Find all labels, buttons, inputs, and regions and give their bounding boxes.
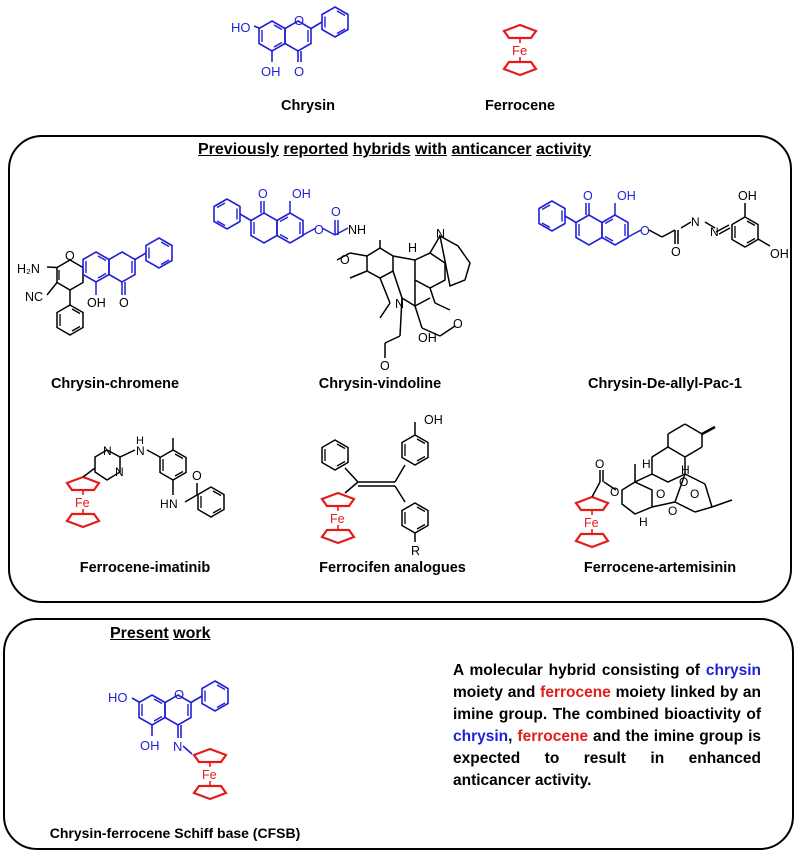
keyword-ferrocene: ferrocene [540,684,611,701]
artemisinin-o5: O [690,487,699,501]
artemisinin-o4: O [679,475,688,489]
imatinib-o: O [192,469,202,483]
chrysin-deallyl-pac1-label: Chrysin-De-allyl-Pac-1 [588,376,742,392]
ferrocene-artemisinin-structure: Fe O O O O O O H H H [574,423,733,549]
pac1-oh-para: OH [770,247,789,261]
h2n-label: H₂N [17,262,40,276]
artemisinin-o1: O [595,457,604,471]
cfsb-imine-n: N [173,739,182,754]
pac1-n2: N [710,225,719,239]
imatinib-n-top: N [136,444,145,458]
pac1-oh-top: OH [617,189,636,203]
chrysin-chromene-label: Chrysin-chromene [50,376,180,392]
chrysin-7-oh-label: HO [231,20,251,35]
cfsb-7-oh: HO [108,690,128,705]
vindoline-n-indoline: N [395,297,404,311]
ferrocifen-structure: Fe OH R [320,413,443,558]
previous-hybrids-title: Previously reported hybrids with antican… [198,141,592,158]
artemisinin-o6: O [668,504,677,518]
carbamate-nh: NH [348,223,366,237]
imatinib-n2: N [115,465,124,479]
vindoline-chrysin-oxo: O [258,187,268,201]
chromene-oh-label: OH [87,296,106,310]
vindoline-n-top: N [436,227,445,241]
imatinib-n1: N [103,444,112,458]
vindoline-oh: OH [418,331,437,345]
cfsb-ring-o: O [174,687,184,702]
ferrocene-imatinib-label: Ferrocene-imatinib [79,560,211,576]
imatinib-n-amide: N [169,497,178,511]
artemisinin-o2: O [610,485,619,499]
chrysin-5-oh-label: OH [261,64,281,79]
ferrocene-label: Ferrocene [484,98,556,114]
chrysin-label: Chrysin [281,98,335,114]
chromene-o-label: O [65,249,75,263]
pac1-ether-o: O [640,224,650,238]
carbamate-ester-o: O [314,223,324,237]
ferrocifen-oh: OH [424,413,443,427]
artemisinin-fe-label: Fe [584,516,599,530]
artemisinin-h2: H [681,463,690,477]
present-work-panel [3,618,794,850]
imatinib-fe-label: Fe [75,496,90,510]
chrysin-structure: HO OH O O [231,6,349,79]
vindoline-h: H [408,241,417,255]
ferrocifen-r: R [411,544,420,558]
chrysin-ring-o-label: O [294,13,304,28]
chrysin-vindoline-structure: OH O O O NH N N H OH O O O [213,187,471,373]
cfsb-structure: Fe HO OH O N [108,680,229,801]
ferrocene-structure: Fe [502,23,538,77]
chromene-oxo-label: O [119,296,129,310]
cfsb-5-oh: OH [140,738,160,753]
carbamate-o: O [331,205,341,219]
artemisinin-h1: H [639,515,648,529]
vindoline-ester-o: O [380,359,390,373]
artemisinin-o3: O [656,487,665,501]
cfsb-fe-label: Fe [202,768,217,782]
imatinib-hn: H [160,497,169,511]
ferrocene-artemisinin-label: Ferrocene-artemisinin [583,560,737,576]
chrysin-4-oxo-label: O [294,64,304,79]
ferrocifen-fe-label: Fe [330,512,345,526]
present-work-description: A molecular hybrid consisting of chrysin… [453,662,761,789]
ferrocene-fe-label: Fe [512,43,527,58]
keyword-chrysin-2: chrysin [453,728,509,745]
chrysin-vindoline-label: Chrysin-vindoline [318,376,442,392]
pac1-oh-ortho: OH [738,189,757,203]
pac1-n1: N [691,215,700,229]
chrysin-deallyl-pac1-structure: OH O O O N N OH OH [538,189,789,261]
ferrocene-imatinib-structure: Fe N N H N H N O [65,435,225,529]
present-work-title: Present work [110,625,211,642]
artemisinin-h3: H [642,457,651,471]
previous-hybrids-panel [8,135,792,603]
nc-label: NC [25,290,43,304]
pac1-amide-o: O [671,245,681,259]
vindoline-methoxy-o: O [340,253,350,267]
vindoline-oh-top: OH [292,187,311,201]
keyword-chrysin: chrysin [705,662,761,679]
keyword-ferrocene-2: ferrocene [517,728,589,745]
imatinib-nh-top: H [136,435,144,447]
ferrocifen-label: Ferrocifen analogues [319,560,466,576]
chrysin-chromene-structure: H₂N NC O OH O [17,237,173,336]
vindoline-acetate-o: O [453,317,463,331]
pac1-oxo: O [583,189,593,203]
cfsb-label: Chrysin-ferrocene Schiff base (CFSB) [49,825,301,841]
